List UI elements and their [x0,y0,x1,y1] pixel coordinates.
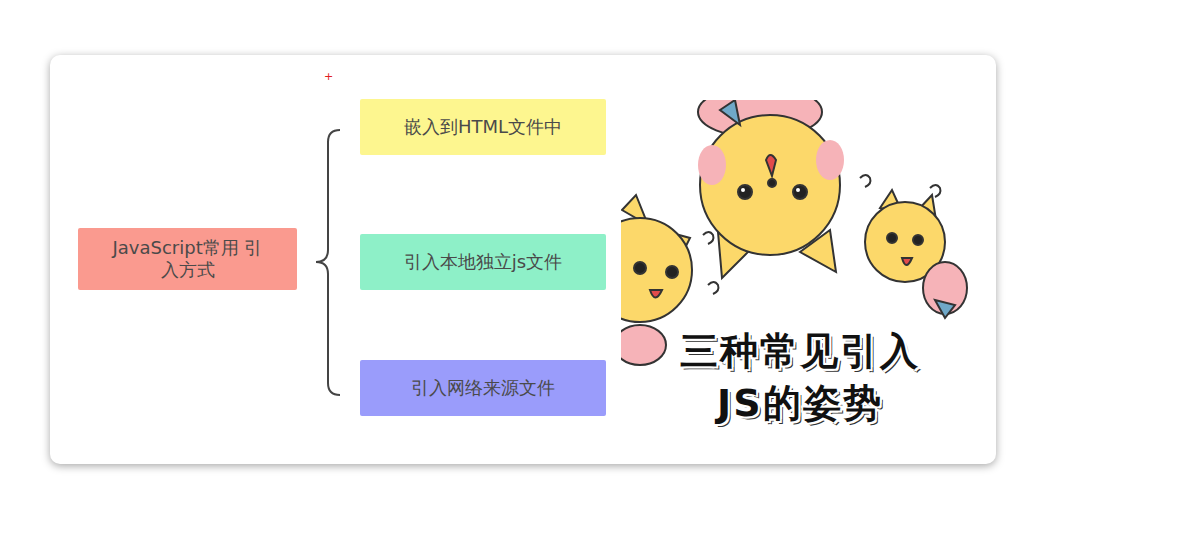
node-text: 引入本地独立js文件 [404,251,562,274]
root-box: JavaScript常用 引入方式 [78,228,297,290]
curly-brace [316,130,340,395]
illustration-title: JS的姿势 [717,378,883,429]
method-box: 嵌入到HTML文件中 [360,99,606,155]
node-text: 嵌入到HTML文件中 [404,116,562,139]
illustration-title: 三种常见引入 [680,326,920,377]
method-box: 引入本地独立js文件 [360,234,606,290]
node-text: 引入网络来源文件 [411,377,555,400]
cat-illustration [621,100,967,365]
method-box: 引入网络来源文件 [360,360,606,416]
node-text: JavaScript常用 引入方式 [112,237,263,282]
plus-mark: + [324,70,333,83]
